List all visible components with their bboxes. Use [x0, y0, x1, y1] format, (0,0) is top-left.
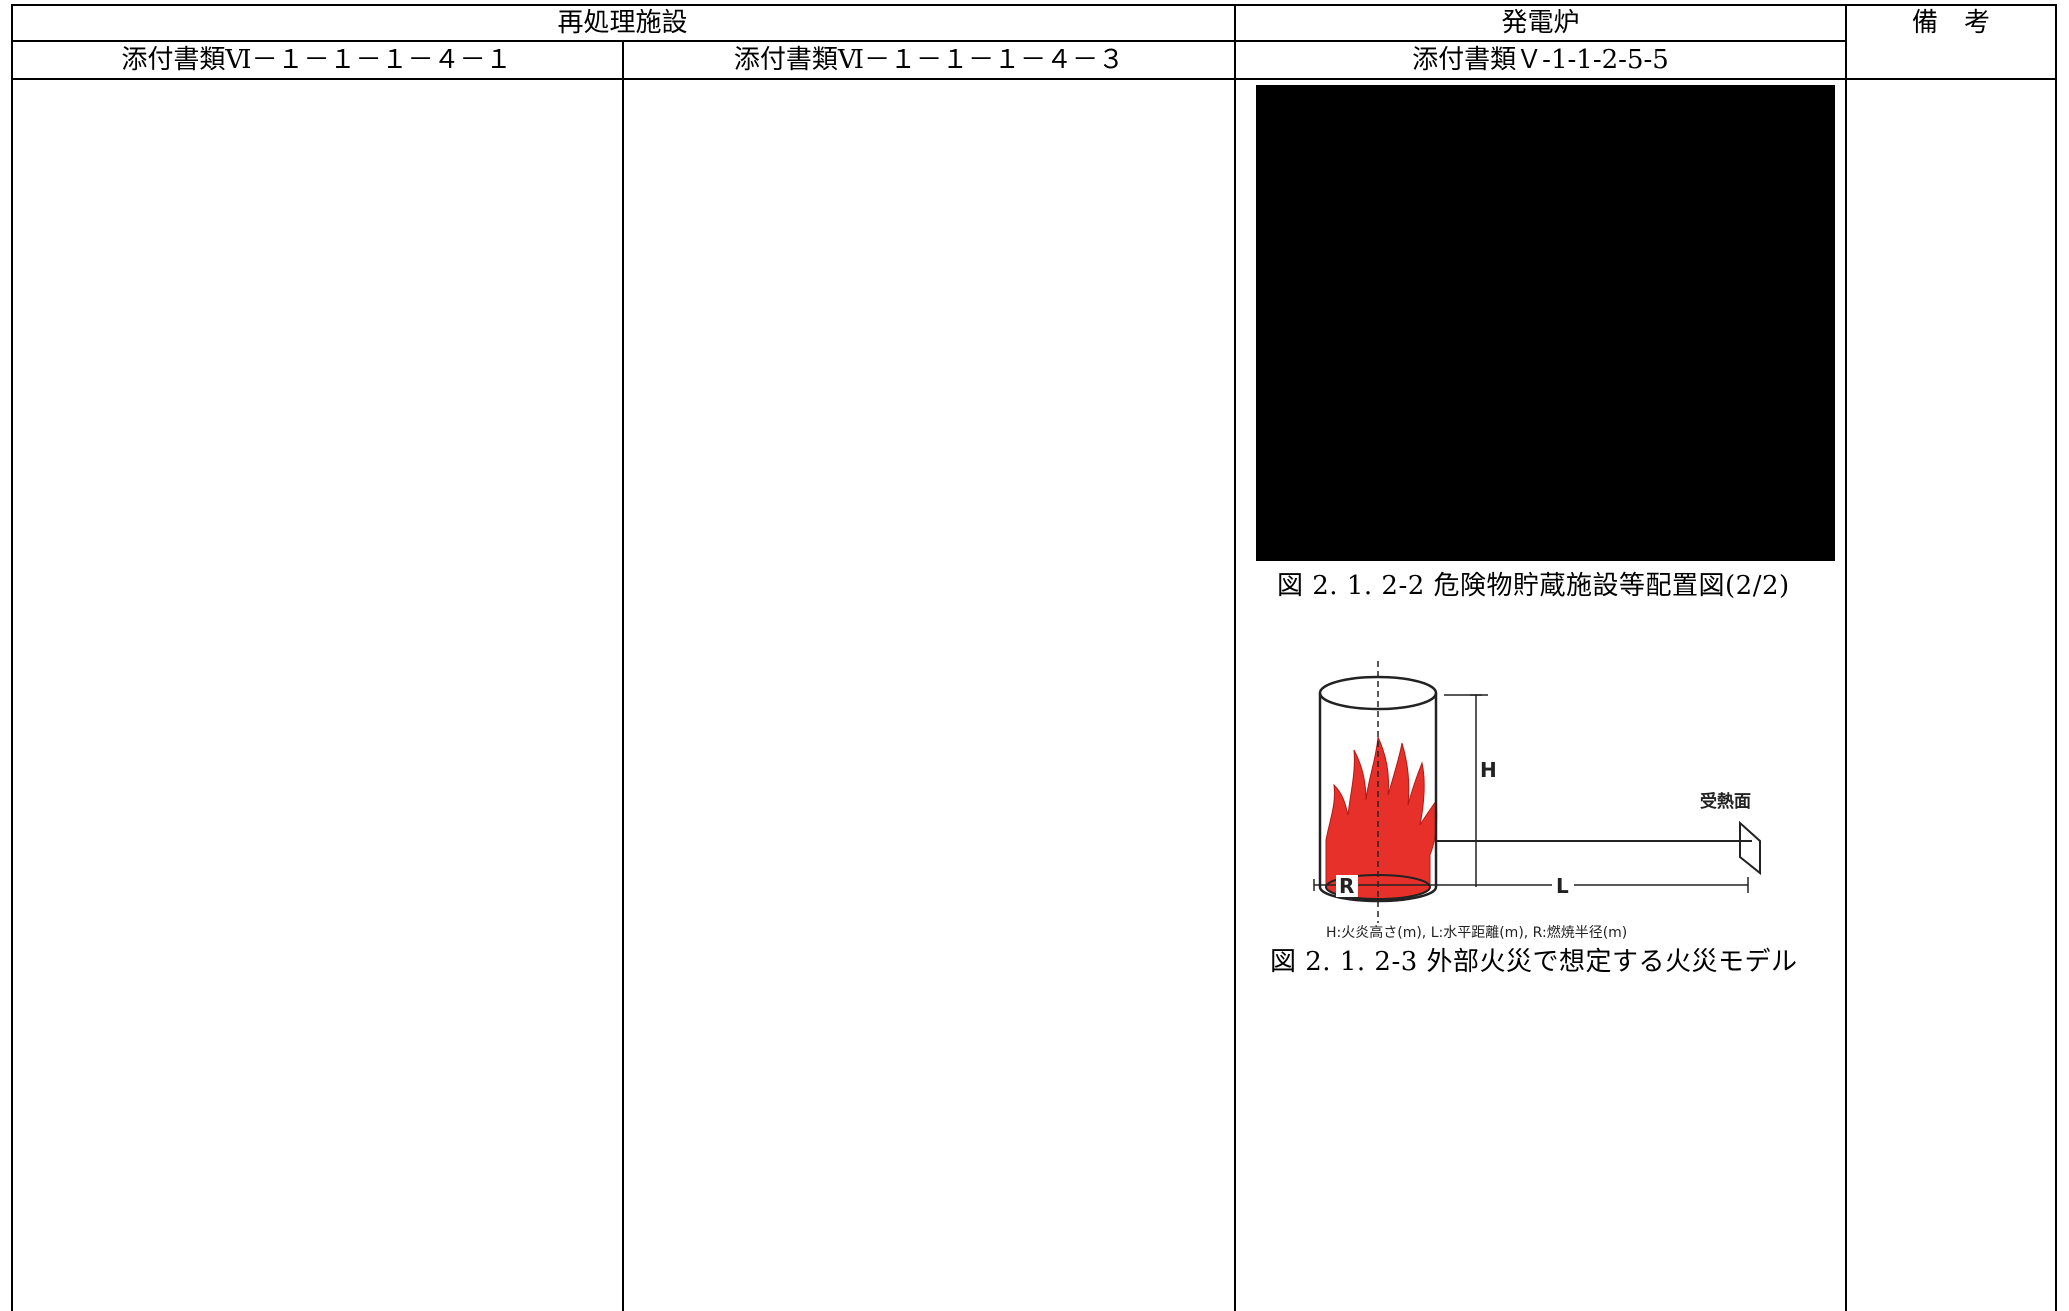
- figure-caption-fire-model: 図 2. 1. 2-3 外部火災で想定する火災モデル: [1270, 947, 1798, 977]
- col-divider-2: [1234, 4, 1236, 1311]
- table-right-border: [2055, 4, 2057, 1311]
- table-left-border: [11, 4, 13, 1311]
- table-top-border: [11, 4, 2057, 6]
- comparison-table: 再処理施設 発電炉 備 考 添付書類Ⅵ－１－１－１－４－１ 添付書類Ⅵ－１－１－…: [11, 4, 2057, 1311]
- col-divider-3: [1845, 4, 1847, 1311]
- redacted-layout-figure: [1256, 85, 1835, 561]
- label-r: R: [1339, 874, 1354, 898]
- fire-model-diagram: H 受熱面 R L H:火炎高さ(m), L:水平距離(m), R:燃焼半径(m…: [1313, 661, 1761, 941]
- receiver-surface: [1739, 820, 1761, 876]
- header-col3: 添付書類Ｖ-1-1-2-5-5: [1412, 45, 1669, 75]
- label-l: L: [1556, 874, 1569, 898]
- header-reactor: 発電炉: [1501, 8, 1580, 38]
- header-col2: 添付書類Ⅵ－１－１－１－４－３: [733, 45, 1125, 75]
- label-h: H: [1480, 758, 1497, 782]
- col-divider-1: [622, 41, 624, 1311]
- figure-caption-storage-layout: 図 2. 1. 2-2 危険物貯蔵施設等配置図(2/2): [1277, 571, 1790, 601]
- flame-shape: [1325, 736, 1438, 888]
- label-receiver: 受熱面: [1700, 791, 1751, 812]
- header-divider-2: [11, 78, 2057, 80]
- header-reprocessing: 再処理施設: [557, 8, 688, 38]
- header-col1: 添付書類Ⅵ－１－１－１－４－１: [121, 45, 512, 75]
- header-remarks: 備 考: [1911, 8, 1990, 38]
- figure-legend: H:火炎高さ(m), L:水平距離(m), R:燃焼半径(m): [1326, 924, 1627, 941]
- cylinder-bottom: [1318, 886, 1438, 903]
- header-divider-1: [11, 40, 1847, 42]
